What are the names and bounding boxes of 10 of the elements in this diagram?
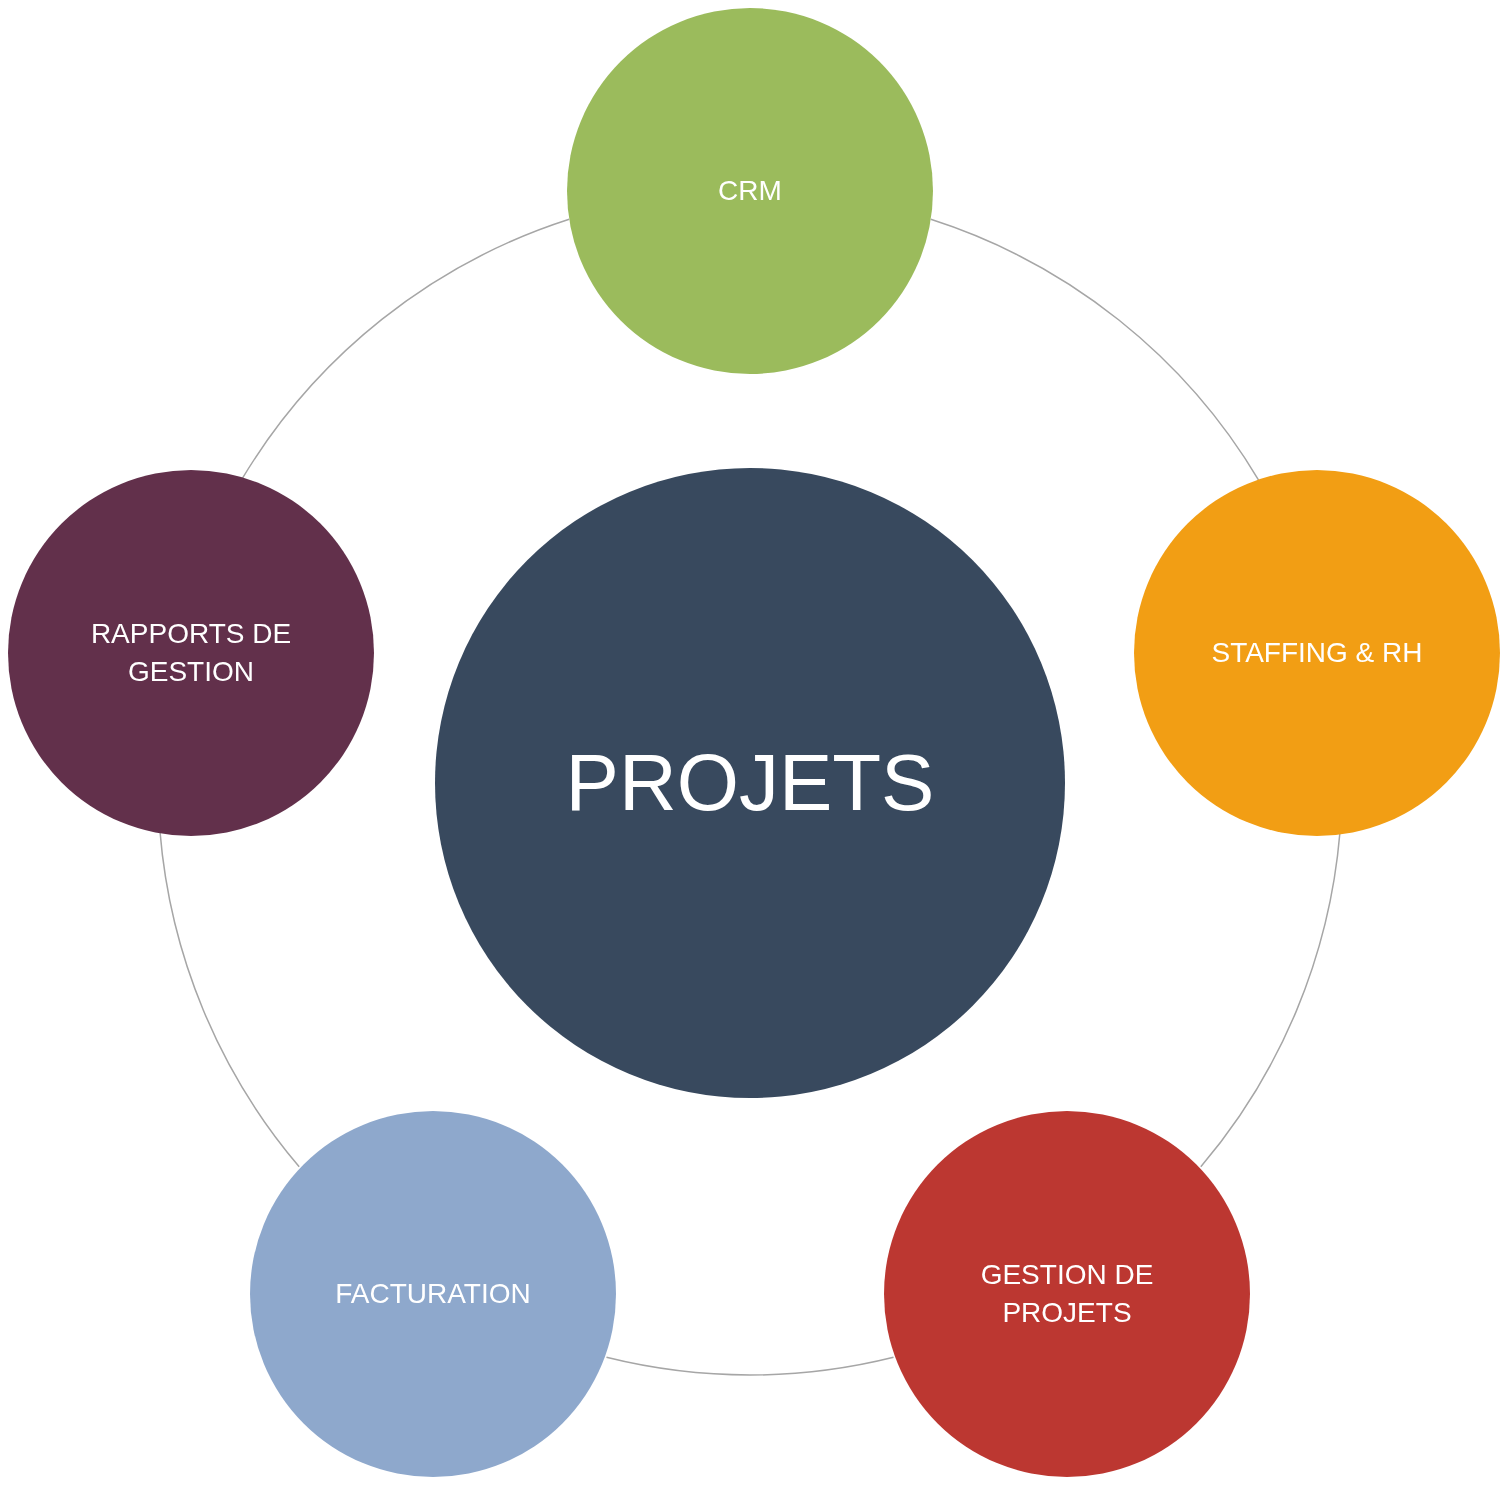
connector-arc: [930, 218, 1260, 482]
connector-arc: [605, 1356, 895, 1376]
connector-arc: [1200, 832, 1341, 1168]
node-label: CRM: [718, 174, 782, 209]
connector-arc: [241, 218, 570, 480]
node-label: PROJETS: [565, 737, 935, 829]
node-label: GESTION DE PROJETS: [979, 1258, 1155, 1330]
node-label: RAPPORTS DE GESTION: [89, 617, 293, 689]
node-label: STAFFING & RH: [1211, 636, 1423, 671]
node-label: FACTURATION: [335, 1277, 531, 1312]
